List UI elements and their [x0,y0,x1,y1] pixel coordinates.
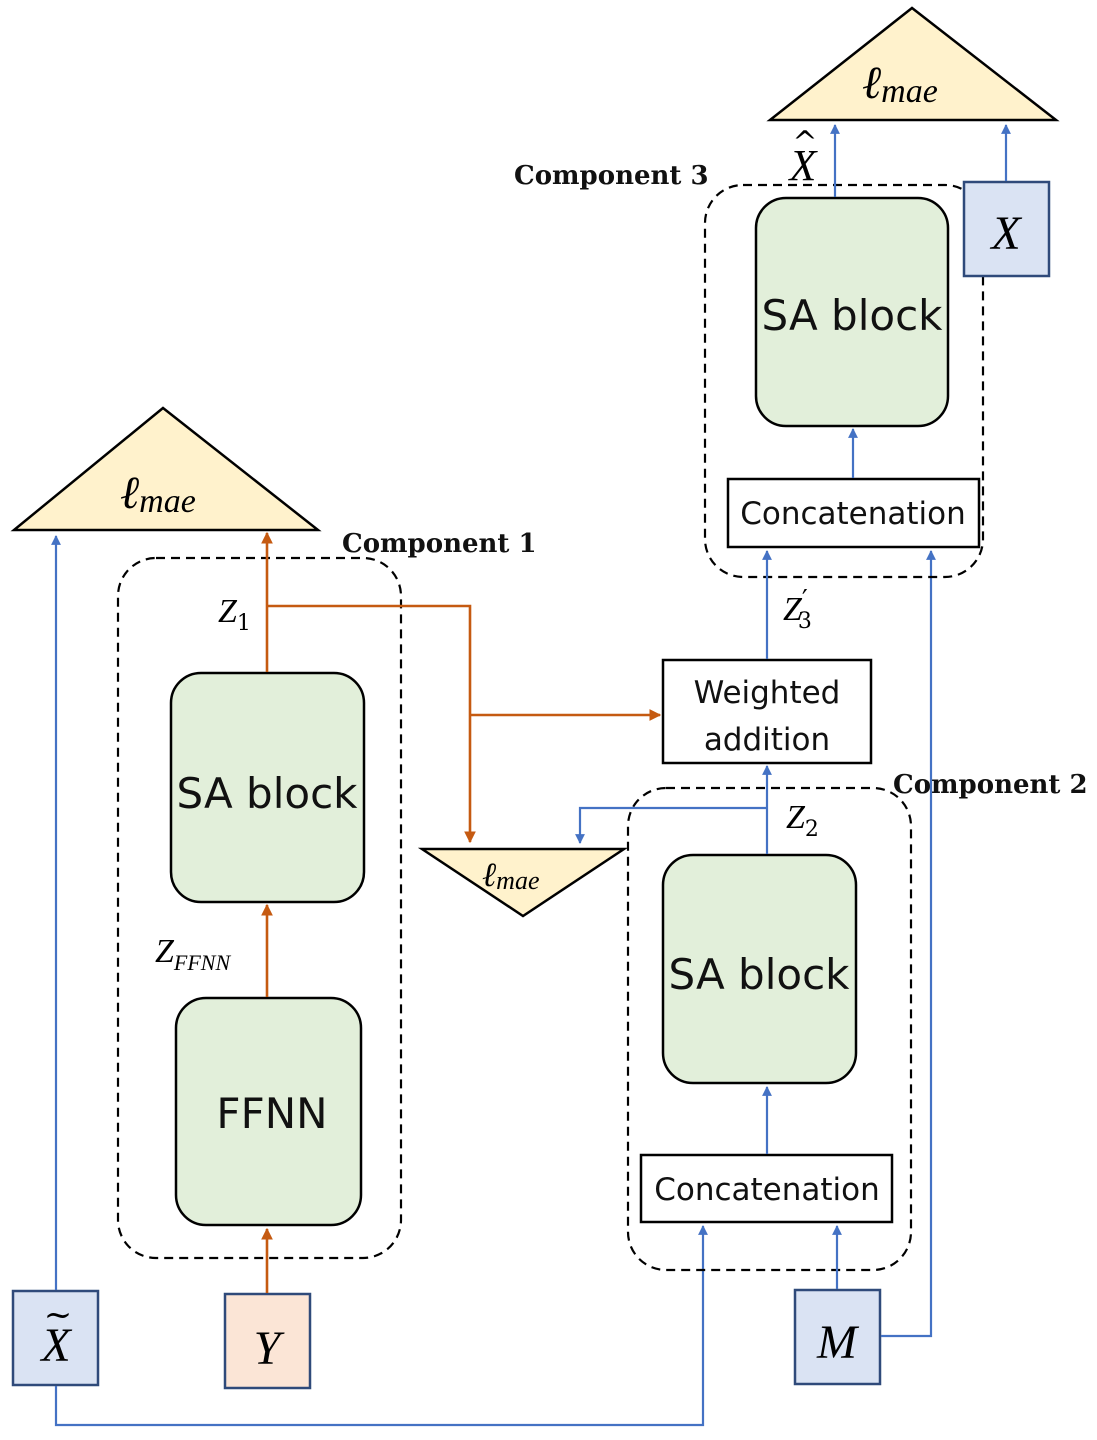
weighted-addition-line-1: Weighted [694,675,841,711]
loss-triangle-center [417,847,629,918]
component-3-label: Component 3 [514,161,709,191]
weighted-addition-box [661,658,873,765]
arrow-m-to-concatenation-3 [881,550,936,1338]
ffnn-label: FFNN [216,1089,327,1138]
component-2-frame [626,786,913,1272]
sa-block-2-label: SA block [669,950,851,999]
sa-block-component-3 [754,196,950,428]
y-input-label: Y [254,1322,285,1375]
concatenation-3-label: Concatenation [740,496,966,532]
concatenation-box-component-3 [726,477,981,549]
y-input-box [223,1292,312,1390]
x-target-box [962,180,1051,278]
m-input-label: M [816,1316,860,1369]
component-2-label: Component 2 [893,770,1088,800]
x-tilde-input-box [11,1289,100,1387]
component-3-frame [703,183,985,579]
tilde-accent: ~ [44,1295,73,1335]
x-hat-label: X [788,141,819,190]
concatenation-2-label: Concatenation [654,1172,880,1208]
sa-block-component-2 [661,853,858,1085]
arrow-z2-to-loss-center [575,806,767,844]
loss-label-component-1: ℓmae [120,467,196,520]
sa-block-1-label: SA block [177,769,359,818]
arrow-z1-to-loss-center [267,604,476,844]
m-input-box [793,1288,882,1386]
loss-label-component-3: ℓmae [862,57,938,110]
sa-block-component-1 [169,671,366,904]
ffnn-block [174,996,363,1227]
arrow-x-tilde-to-concatenation-2 [54,1225,708,1427]
weighted-addition-line-2: addition [704,722,830,758]
z3-prime-label: Z′3 [783,585,812,634]
component-1-label: Component 1 [342,529,537,559]
loss-triangle-component-3 [766,6,1060,122]
z1-label: Z1 [218,593,251,636]
x-tilde-input-label: X [39,1319,72,1372]
sa-block-3-label: SA block [762,291,944,340]
z2-label: Z2 [786,799,819,842]
loss-triangle-component-1 [10,406,322,532]
concatenation-box-component-2 [639,1153,894,1224]
z-ffnn-label: ZFFNN [155,933,231,975]
x-target-label: X [989,207,1022,260]
hat-accent: ^ [792,125,817,160]
component-1-frame [116,556,403,1260]
loss-label-center: ℓmae [482,857,540,895]
